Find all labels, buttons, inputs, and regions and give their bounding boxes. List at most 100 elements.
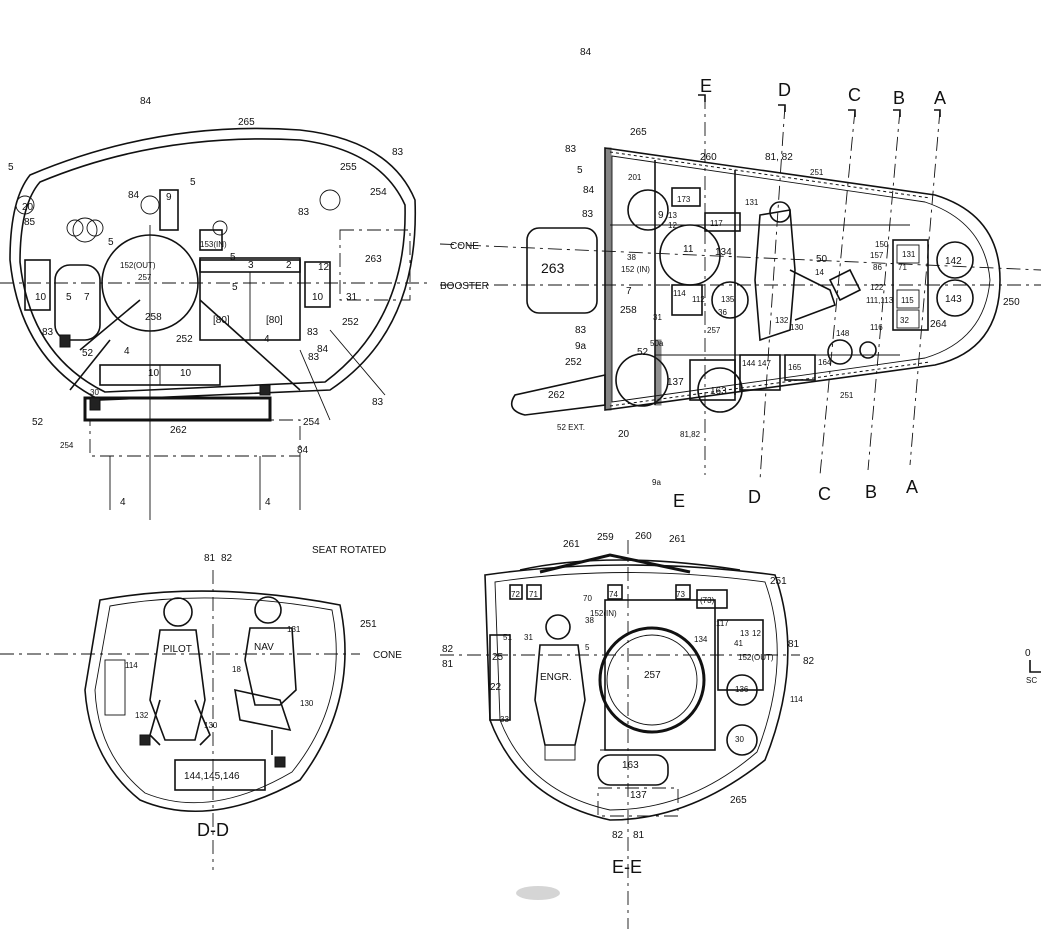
label: 83 (42, 327, 54, 338)
label: 30 (735, 735, 744, 744)
label: 4 (264, 334, 270, 345)
section-mark: A (906, 477, 918, 497)
label: 257 (644, 670, 661, 681)
label: 262 (548, 390, 565, 401)
label: NAV (254, 642, 274, 653)
label: ENGR. (540, 672, 572, 683)
label: 164 (818, 358, 832, 367)
label: 83 (372, 397, 384, 408)
label: 153(IN) (200, 240, 227, 249)
label: 5 (8, 162, 14, 173)
label: 71 (529, 590, 538, 599)
label: 82 (612, 830, 624, 841)
label: [80] (213, 315, 230, 326)
label: 81 (442, 659, 454, 670)
front-view (0, 127, 430, 520)
label: 135 (721, 295, 735, 304)
section-mark: B (893, 88, 905, 108)
label: 252 (342, 317, 359, 328)
label: 134 (694, 635, 708, 644)
label: 252 (176, 334, 193, 345)
label: 142 (945, 256, 962, 267)
label: 81,82 (680, 430, 701, 439)
label: 5 (230, 252, 236, 263)
label: 5 (190, 177, 196, 188)
label: 173 (677, 195, 691, 204)
label: 25 (492, 652, 504, 663)
label: PILOT (163, 644, 192, 655)
booster-label: BOOSTER (440, 281, 489, 292)
section-mark: B (865, 482, 877, 502)
label: 132 (775, 316, 789, 325)
label: 12 (318, 262, 330, 273)
label: 18 (232, 665, 241, 674)
label: 10 (312, 292, 324, 303)
label: 10 (180, 368, 192, 379)
label: 265 (630, 127, 647, 138)
label: 31 (653, 313, 662, 322)
label: [80] (266, 315, 283, 326)
label: 114 (790, 695, 803, 704)
label: 52 (82, 348, 94, 359)
label: 9 (166, 192, 172, 203)
label: 52 EXT. (557, 423, 585, 432)
label: 143 (945, 294, 962, 305)
label: (73) (700, 596, 715, 605)
label: 252 (565, 357, 582, 368)
label: 81, 82 (765, 152, 793, 163)
label: 131 (745, 198, 759, 207)
label: 10 (148, 368, 160, 379)
label: 83 (575, 325, 587, 336)
section-mark: D (748, 487, 761, 507)
label: 83 (307, 327, 319, 338)
label: 38 (627, 253, 636, 262)
label: 70 (583, 594, 592, 603)
label: 265 (730, 795, 747, 806)
label: 20 (618, 429, 630, 440)
label: 131 (287, 625, 301, 634)
label: 84 (583, 185, 595, 196)
label: 152 (IN) (621, 265, 650, 274)
label: 114 (673, 289, 686, 298)
label: 251 (810, 168, 824, 177)
label: 111,113 (866, 296, 894, 305)
label: 84 (317, 344, 329, 355)
label: 165 (788, 363, 802, 372)
label: 130 (204, 721, 218, 730)
section-mark: C (818, 484, 831, 504)
label: 201 (628, 173, 642, 182)
label: 50a (650, 339, 664, 348)
label: 152(OUT) (738, 653, 774, 662)
label: 9a (652, 478, 661, 487)
section-title: D-D (197, 820, 229, 840)
label: 260 (700, 152, 717, 163)
label: 31 (346, 292, 358, 303)
label: 4 (124, 346, 130, 357)
label: 130 (300, 699, 314, 708)
label: 251 (840, 391, 854, 400)
label: 134 (715, 247, 732, 258)
label: 2 (286, 260, 292, 271)
label: 38 (585, 616, 594, 625)
label: 5 (232, 282, 238, 293)
label: 20 (22, 202, 34, 213)
label: 82 (803, 656, 815, 667)
side-view-labels: 84 E D C B A 83 5 84 83 265 260 201 173 … (440, 47, 1020, 511)
label: 82 (221, 553, 233, 564)
label: 4 (265, 497, 271, 508)
front-view-labels: 84 265 255 83 5 254 20 83 85 5 84 5 9 15… (8, 96, 404, 508)
section-mark: E (700, 76, 712, 96)
label: 163 (710, 386, 727, 397)
label: 11 (683, 244, 694, 255)
label: 86 (873, 263, 882, 272)
label: 257 (138, 273, 152, 282)
label: 10 (35, 292, 47, 303)
label: 30 (90, 388, 99, 397)
label: 251 (360, 619, 377, 630)
label: 136 (735, 685, 749, 694)
label: 5 (108, 237, 114, 248)
label: 85 (24, 217, 36, 228)
label: 33 (500, 715, 509, 724)
label: 84 (140, 96, 152, 107)
label: 254 (303, 417, 320, 428)
